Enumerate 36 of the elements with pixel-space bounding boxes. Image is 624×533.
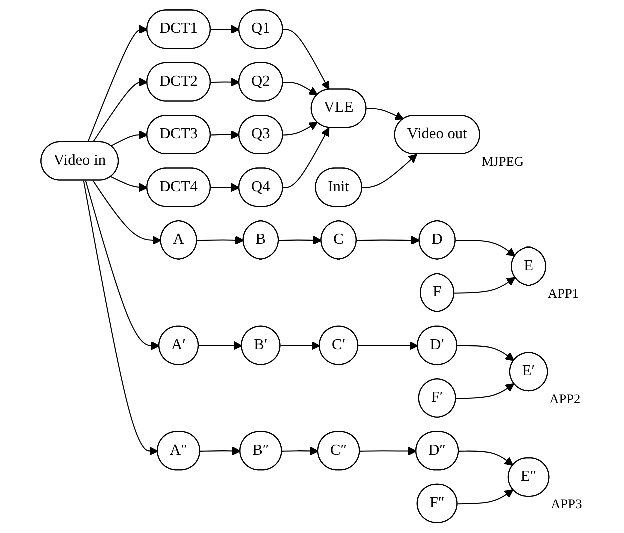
node-label: APP1 bbox=[548, 286, 580, 301]
node-label: APP3 bbox=[551, 496, 583, 512]
arrow bbox=[459, 450, 514, 466]
arrow bbox=[86, 180, 160, 350]
arrow bbox=[199, 341, 243, 350]
arrow bbox=[84, 180, 159, 456]
arrow bbox=[282, 446, 320, 456]
arrow bbox=[211, 130, 240, 140]
arrow bbox=[456, 383, 515, 400]
arrow bbox=[362, 154, 418, 188]
arrow bbox=[88, 25, 148, 143]
arrow bbox=[211, 78, 240, 87]
arrow bbox=[198, 236, 245, 245]
arrow bbox=[111, 176, 148, 192]
arrow bbox=[456, 240, 516, 257]
arrow bbox=[211, 183, 240, 192]
arrow bbox=[284, 128, 330, 188]
arrow bbox=[366, 108, 404, 120]
arrow bbox=[93, 180, 162, 245]
arrow bbox=[200, 446, 242, 456]
arrow bbox=[284, 122, 318, 136]
arrow bbox=[284, 82, 318, 96]
arrow bbox=[454, 277, 516, 294]
node-label: MJPEG bbox=[482, 154, 524, 170]
arrow bbox=[357, 236, 421, 246]
arrow bbox=[111, 130, 148, 147]
arrow bbox=[458, 490, 514, 505]
arrow bbox=[280, 341, 321, 350]
arrow bbox=[360, 446, 418, 456]
arrow bbox=[211, 25, 240, 34]
arrow bbox=[279, 236, 322, 245]
arrow bbox=[284, 29, 330, 90]
arrow bbox=[93, 78, 148, 143]
arrow bbox=[358, 341, 419, 350]
arrow bbox=[458, 345, 515, 362]
node-label: APP2 bbox=[550, 391, 582, 406]
